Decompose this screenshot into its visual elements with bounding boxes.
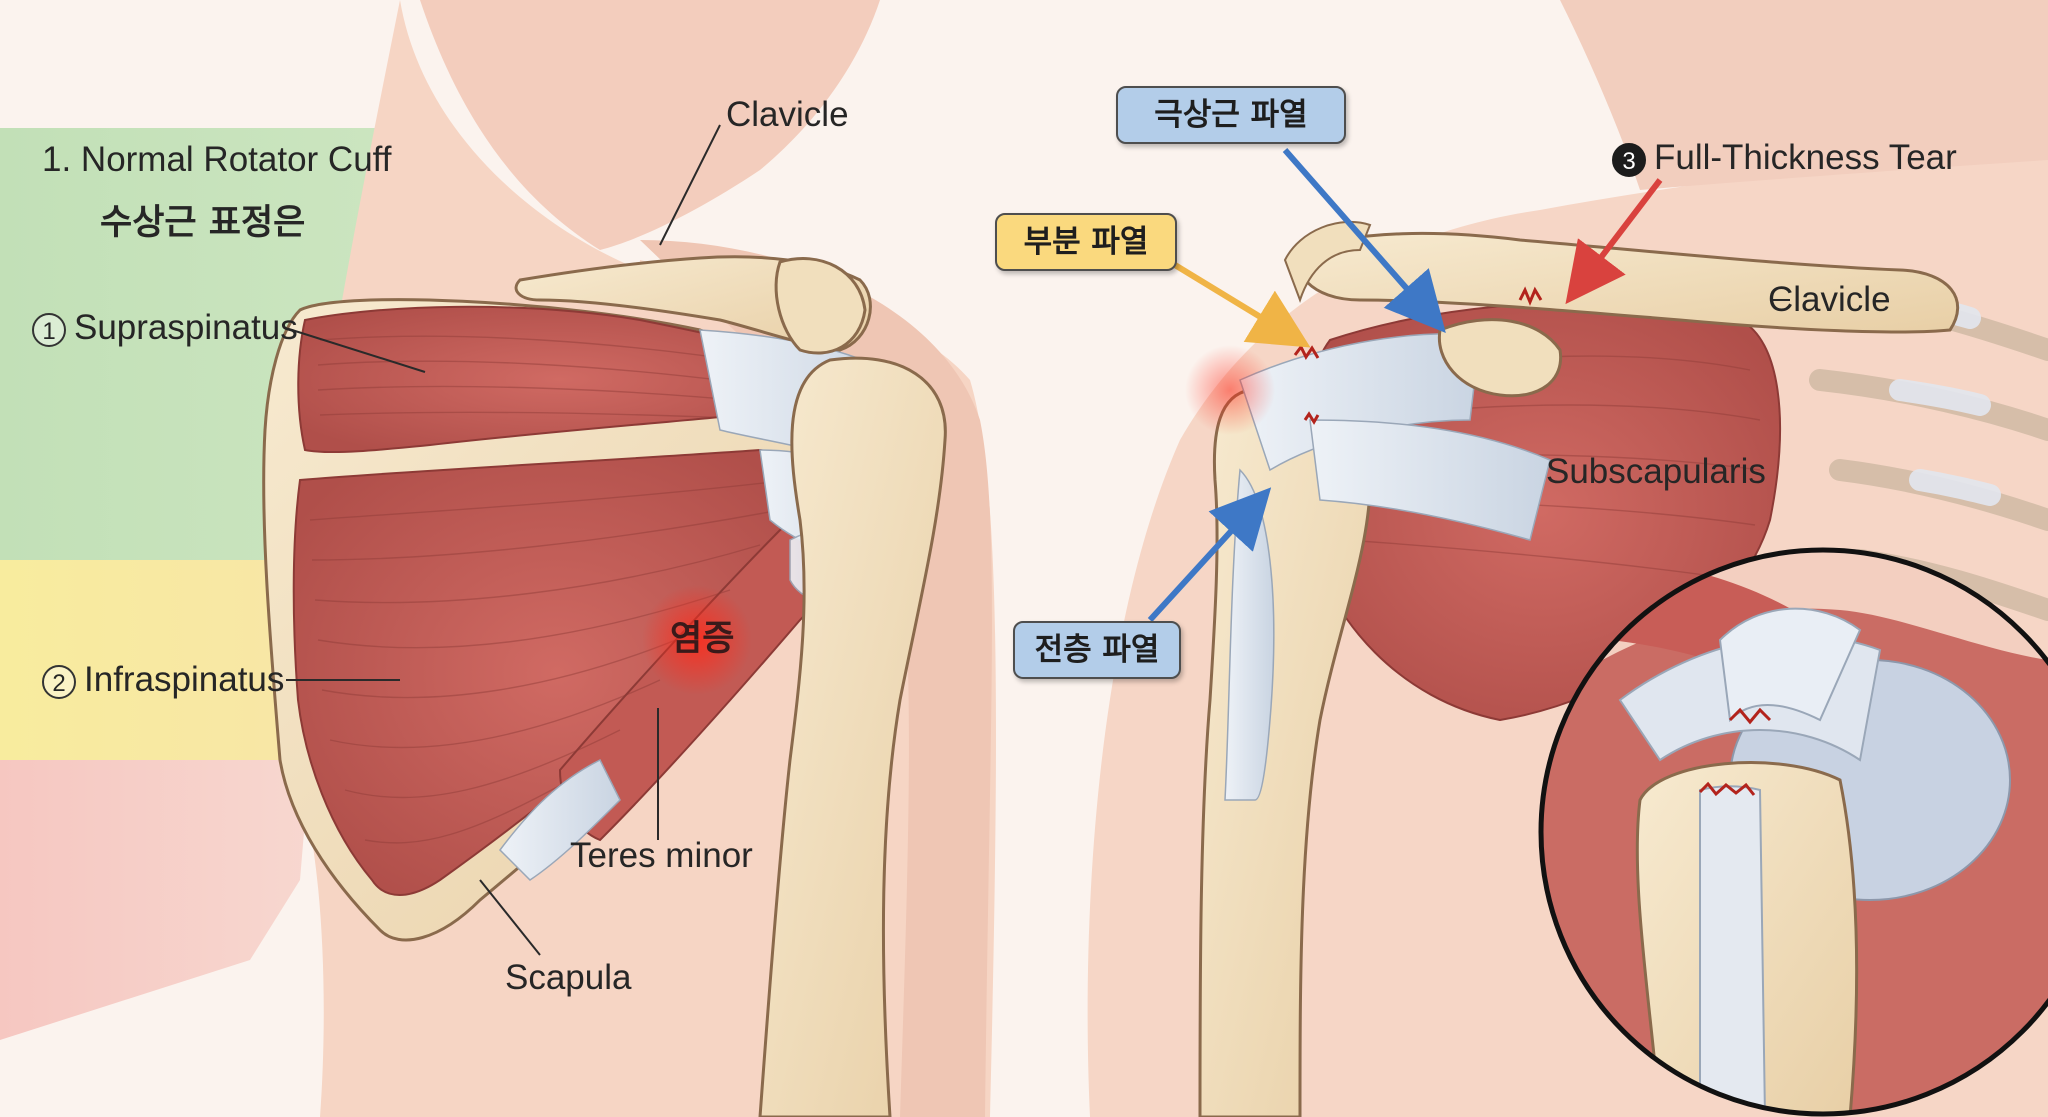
arrow-partial-tear [1173,262,1311,348]
infraspinatus-text: Infraspinatus [84,660,285,699]
label-clavicle-left: Clavicle [726,95,849,134]
arrow-red-tear [1565,178,1663,305]
zoom-inset-border [1538,547,2048,1117]
supraspinatus-text: Supraspinatus [74,308,298,347]
left-leader-lines [286,124,721,956]
callout-full-tear: 전층 파열 [1013,621,1181,679]
label-teres-minor: Teres minor [570,836,753,875]
right-acromion [1437,318,1563,398]
label-subscapularis: Subscapularis [1546,452,1766,491]
normal-rotator-cuff-heading: 1. Normal Rotator Cuff [42,140,392,179]
inflammation-glow [642,585,752,695]
label-scapula: Scapula [505,958,632,997]
label-inflammation: 염증 [670,619,735,659]
label-clavicle-right: Clavicle [1768,280,1891,319]
left-neck-skin [420,0,880,250]
arrow-supraspinatus-tear [1282,148,1446,334]
callout-supraspinatus-tear: 극상근 파열 [1116,86,1346,144]
muscle-fibers [309,335,801,844]
right-neck-skin [1560,0,2048,190]
number-badge-3: 3 [1612,142,1646,177]
left-acromion [774,257,867,355]
right-tendons [1224,333,1551,801]
number-badge-2: 2 [42,664,76,699]
supraspinatus-muscle [297,305,822,454]
partial-tear-glow [1185,345,1275,435]
subheading-korean: 수상근 표정은 [100,203,306,243]
callout-partial-tear: 부분 파열 [995,213,1177,271]
arrow-full-thickness-tear [1147,487,1272,623]
band-red [0,760,310,1040]
number-badge-1: 1 [32,312,66,347]
full-thickness-text: Full-Thickness Tear [1654,138,1957,177]
zoom-inset [1541,550,2048,1114]
tear-marks [1293,286,1543,425]
band-yellow [0,560,310,760]
